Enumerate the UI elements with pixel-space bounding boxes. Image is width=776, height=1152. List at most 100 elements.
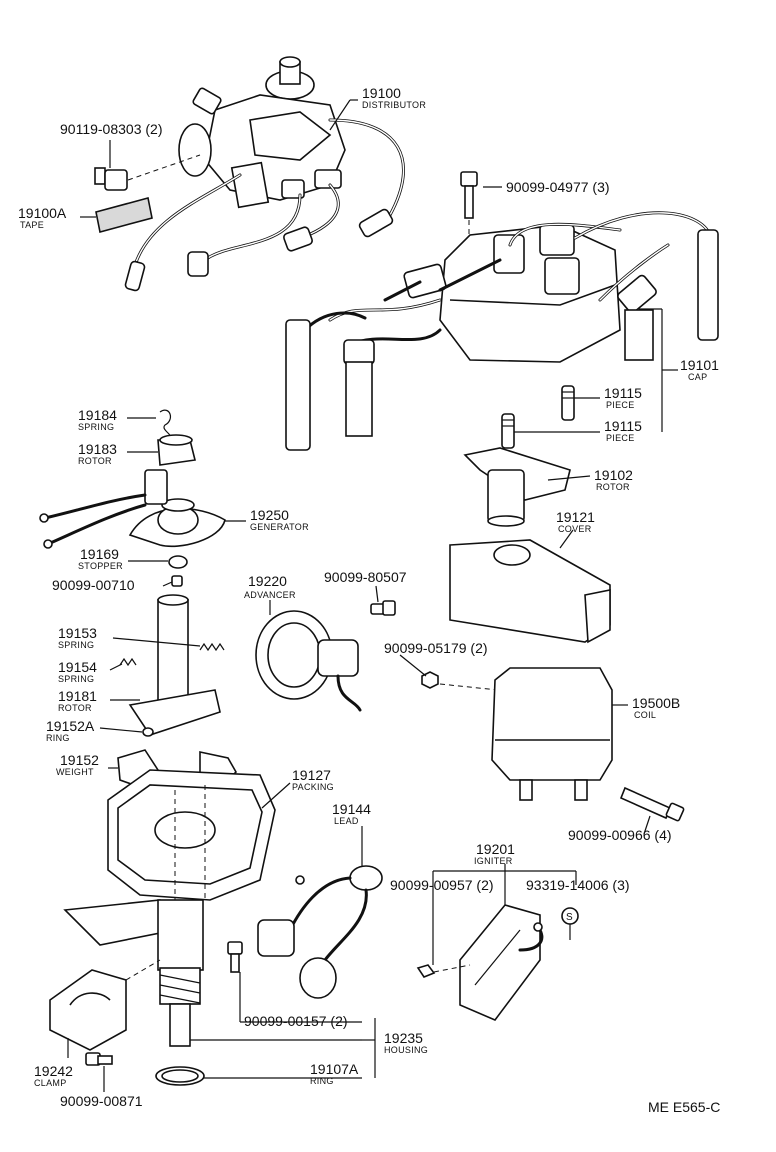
part-number: 19220 bbox=[248, 573, 287, 589]
callout-19101: 19101 CAP bbox=[680, 357, 719, 382]
igniter-19201-drawing bbox=[459, 904, 544, 1021]
callout-19152a: 19152A RING bbox=[46, 718, 95, 743]
part-number: 19201 bbox=[476, 841, 515, 857]
callout-19102: 19102 ROTOR bbox=[594, 467, 633, 492]
part-name: ROTOR bbox=[596, 482, 630, 492]
part-number: 90099-00871 bbox=[60, 1093, 143, 1109]
ring-19107a-drawing bbox=[155, 1066, 205, 1086]
part-number: 19500B bbox=[632, 695, 680, 711]
part-number: 19121 bbox=[556, 509, 595, 525]
part-name: PACKING bbox=[292, 782, 334, 792]
part-number: 19181 bbox=[58, 688, 97, 704]
part-number: 19107A bbox=[310, 1061, 359, 1077]
callout-19127: 19127 PACKING bbox=[292, 767, 334, 792]
part-number: 90099-00966 (4) bbox=[568, 827, 672, 843]
part-name: RING bbox=[46, 733, 70, 743]
stopper-19169-drawing bbox=[168, 555, 188, 569]
callout-19181: 19181 ROTOR bbox=[58, 688, 97, 713]
callout-19144: 19144 LEAD bbox=[332, 801, 371, 826]
part-number: 19184 bbox=[78, 407, 117, 423]
part-name: ROTOR bbox=[58, 703, 92, 713]
callout-19220: 19220 ADVANCER bbox=[244, 573, 296, 600]
callout-90099-05179: 90099-05179 (2) bbox=[384, 640, 488, 656]
screw-90099-04977-drawing bbox=[460, 171, 478, 238]
part-name: COIL bbox=[634, 710, 656, 720]
bolt-90099-00871-drawing bbox=[85, 1052, 113, 1066]
part-name: SPRING bbox=[58, 640, 94, 650]
screw-90099-00157-drawing bbox=[227, 941, 243, 973]
part-number: 19144 bbox=[332, 801, 371, 817]
s-symbol: S bbox=[566, 912, 573, 923]
part-number: 19152A bbox=[46, 718, 95, 734]
screw-90119-drawing bbox=[94, 154, 201, 191]
callout-90099-00957: 90099-00957 (2) bbox=[390, 877, 494, 893]
screw-90099-00957-drawing bbox=[416, 964, 471, 978]
part-number: 19115 bbox=[604, 418, 642, 434]
callout-19235: 19235 HOUSING bbox=[384, 1030, 428, 1055]
callout-19184: 19184 SPRING bbox=[78, 407, 117, 432]
tape-drawing bbox=[95, 197, 153, 233]
ring-19152a-drawing bbox=[142, 727, 154, 737]
callout-19152: 19152 WEIGHT bbox=[56, 752, 99, 777]
cover-19121-drawing bbox=[449, 539, 611, 644]
callout-19100a: 19100A TAPE bbox=[18, 205, 67, 230]
callout-19121: 19121 COVER bbox=[556, 509, 595, 534]
nut-90099-05179-drawing bbox=[421, 671, 499, 691]
part-name: IGNITER bbox=[474, 856, 513, 866]
coil-19500b-drawing bbox=[491, 667, 613, 801]
callout-19500b: 19500B COIL bbox=[632, 695, 680, 720]
part-name: PIECE bbox=[606, 400, 635, 410]
reference-code: ME E565-C bbox=[648, 1099, 720, 1115]
callout-19115-upper: 19115 PIECE bbox=[604, 385, 642, 410]
part-number: 19183 bbox=[78, 441, 117, 457]
shaft-drawing bbox=[128, 594, 221, 736]
callout-90099-00710: 90099-00710 bbox=[52, 577, 135, 593]
part-number: 19102 bbox=[594, 467, 633, 483]
part-name: DISTRIBUTOR bbox=[362, 100, 426, 110]
part-name: HOUSING bbox=[384, 1045, 428, 1055]
distributor-assembly-drawing bbox=[124, 56, 405, 292]
part-number: 19152 bbox=[60, 752, 99, 768]
part-name: LEAD bbox=[334, 816, 359, 826]
callout-93319-14006: 93319-14006 (3) bbox=[526, 877, 630, 893]
part-name: RING bbox=[310, 1076, 334, 1086]
callout-19201: 19201 IGNITER bbox=[474, 841, 515, 866]
part-number: 90099-00710 bbox=[52, 577, 135, 593]
callout-90099-00871: 90099-00871 bbox=[60, 1093, 143, 1109]
cap-19101-drawing bbox=[285, 211, 719, 451]
part-number: 19100 bbox=[362, 85, 401, 101]
callout-90099-00157: 90099-00157 (2) bbox=[244, 1013, 348, 1029]
callout-19115-lower: 19115 PIECE bbox=[604, 418, 642, 443]
part-number: 90099-00157 (2) bbox=[244, 1013, 348, 1029]
part-number: 19127 bbox=[292, 767, 331, 783]
part-number: 19153 bbox=[58, 625, 97, 641]
screw-90099-00966-drawing bbox=[619, 786, 685, 822]
fitting-90099-80507-drawing bbox=[370, 600, 396, 616]
part-number: 93319-14006 (3) bbox=[526, 877, 630, 893]
part-name: STOPPER bbox=[78, 561, 123, 571]
part-name: COVER bbox=[558, 524, 592, 534]
part-name: ROTOR bbox=[78, 456, 112, 466]
callout-19183: 19183 ROTOR bbox=[78, 441, 117, 466]
part-number: 19154 bbox=[58, 659, 97, 675]
piece-19115-lower-drawing bbox=[501, 413, 515, 449]
part-name: SPRING bbox=[58, 674, 94, 684]
generator-19250-drawing bbox=[39, 469, 226, 549]
callout-90119-08303: 90119-08303 (2) bbox=[60, 121, 162, 137]
leader-lines bbox=[67, 99, 678, 1092]
part-number: 19115 bbox=[604, 385, 642, 401]
spring-19153-drawing bbox=[199, 642, 225, 652]
callout-90099-04977: 90099-04977 (3) bbox=[506, 179, 610, 195]
rotor-19183-drawing bbox=[157, 434, 196, 466]
part-name: PIECE bbox=[606, 433, 635, 443]
screw-90099-00710-drawing bbox=[171, 575, 183, 587]
part-name: GENERATOR bbox=[250, 522, 309, 532]
advancer-19220-drawing bbox=[255, 610, 362, 712]
part-number: 90119-08303 (2) bbox=[60, 121, 162, 137]
lead-19144-drawing bbox=[257, 865, 383, 999]
callout-90099-80507: 90099-80507 bbox=[324, 569, 407, 585]
piece-19115-upper-drawing bbox=[561, 385, 575, 421]
part-number: 19250 bbox=[250, 507, 289, 523]
callout-90099-00966: 90099-00966 (4) bbox=[568, 827, 672, 843]
